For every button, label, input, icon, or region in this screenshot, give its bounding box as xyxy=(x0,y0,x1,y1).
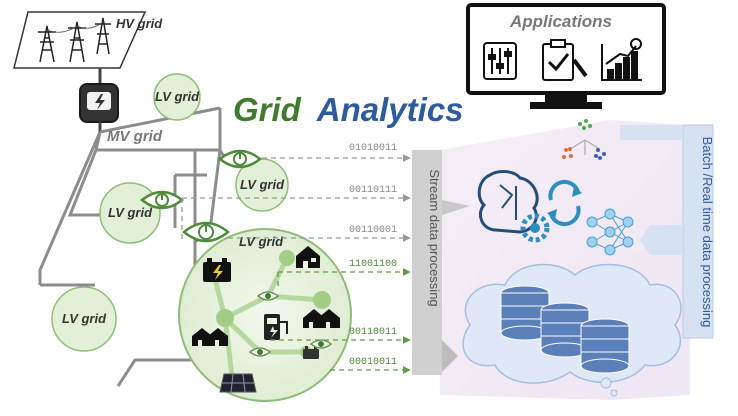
house-icon xyxy=(192,328,228,346)
refresh-cycle-icon xyxy=(547,179,582,227)
data-cloud xyxy=(462,263,682,397)
ev-charger-icon xyxy=(264,314,288,340)
lv-grid-mid: LV grid xyxy=(99,182,161,244)
batch-processing-bar: Batch /Real time data processing xyxy=(620,124,715,339)
data-code-1: 01010011 xyxy=(349,143,397,154)
batch-processing-label: Batch /Real time data processing xyxy=(700,137,715,328)
svg-text:Grid Analytics: Grid Analytics xyxy=(233,91,464,128)
applications-label: Applications xyxy=(509,12,612,31)
sensor-eye-icon xyxy=(182,221,230,243)
data-code-3: 00110001 xyxy=(349,225,397,236)
clipboard-check-icon xyxy=(542,39,588,81)
data-code-2: 00110111 xyxy=(349,185,397,196)
stream-processing-bar: Stream data processing xyxy=(412,150,470,375)
lv-grid-top: LV grid xyxy=(153,73,201,121)
database-icon xyxy=(580,318,630,374)
lv-grid-right-label: LV grid xyxy=(240,177,285,192)
data-code-6: 00010011 xyxy=(349,357,397,368)
solar-panel-icon xyxy=(219,373,257,393)
data-code-4: 11001100 xyxy=(349,259,397,270)
title-analytics: Analytics xyxy=(316,91,464,128)
neural-network-icon xyxy=(586,208,634,256)
stream-processing-label: Stream data processing xyxy=(427,169,442,306)
transformer-icon xyxy=(79,68,119,132)
house-icon xyxy=(303,309,340,328)
page-title: Grid Analytics xyxy=(233,91,464,128)
lv-grid-big: LV grid xyxy=(178,228,352,402)
mv-grid-label: MV grid xyxy=(107,128,163,145)
monitoring-eye-icon xyxy=(248,347,272,357)
growth-chart-icon xyxy=(601,38,642,81)
sliders-icon xyxy=(483,42,517,80)
applications-monitor: Applications xyxy=(466,3,666,109)
lv-grid-top-label: LV grid xyxy=(155,89,200,104)
brain-gear-icon xyxy=(477,170,550,243)
battery-icon xyxy=(203,258,231,282)
sensor-eye-icon xyxy=(217,149,263,169)
transmission-tower-icon xyxy=(68,21,86,63)
data-code-5: 00110011 xyxy=(349,327,397,338)
data-flows xyxy=(181,154,411,374)
lv-grid-big-label: LV grid xyxy=(239,234,284,249)
title-grid: Grid xyxy=(233,91,302,128)
monitoring-eye-icon xyxy=(256,291,280,301)
hv-grid: HV grid xyxy=(13,11,163,69)
lv-grid-bottom-label: LV grid xyxy=(62,311,107,326)
lv-grid-bottom: LV grid xyxy=(51,286,117,352)
clustering-icon xyxy=(562,119,606,160)
transmission-tower-icon xyxy=(38,25,56,63)
lv-grid-mid-label: LV grid xyxy=(108,205,153,220)
transmission-tower-icon xyxy=(95,17,111,55)
monitoring-eye-icon xyxy=(309,339,333,349)
data-codes: 01010011 00110111 00110001 11001100 0011… xyxy=(349,143,397,368)
hv-grid-label: HV grid xyxy=(116,16,163,31)
house-icon xyxy=(296,246,320,268)
